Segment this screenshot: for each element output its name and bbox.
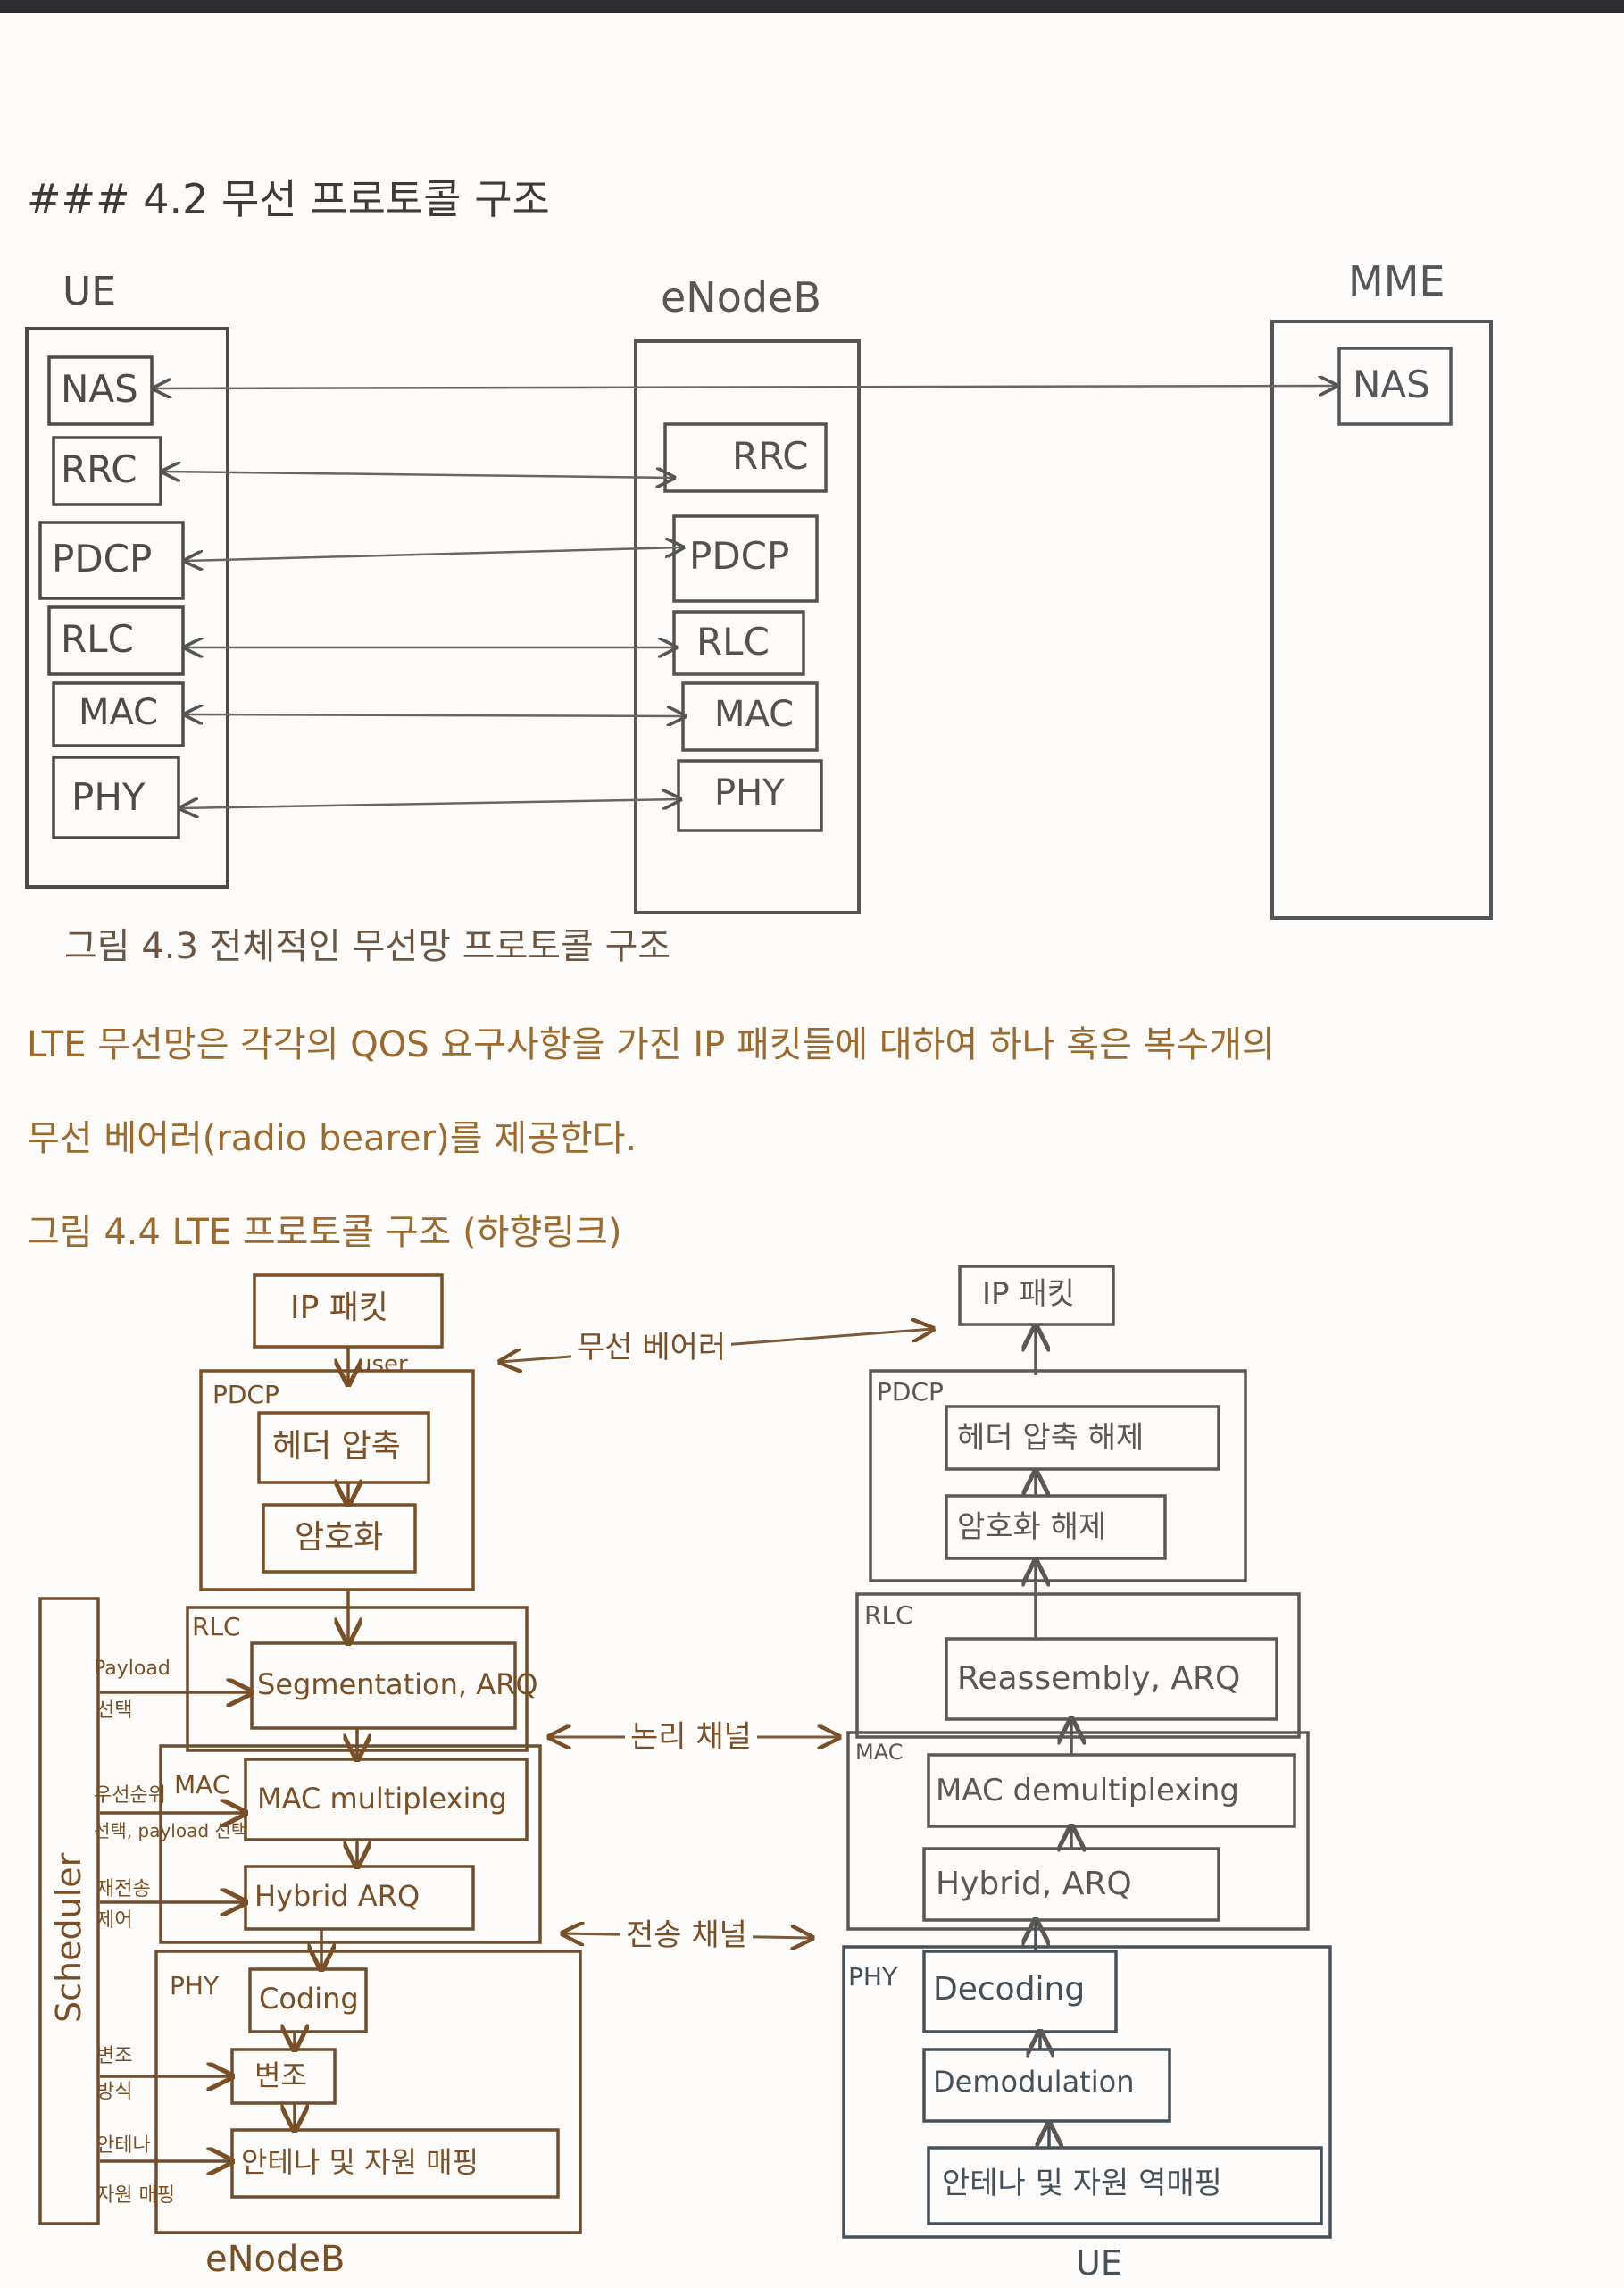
user-label: user [357,1351,408,1378]
enb-mac-label: MAC [714,694,795,735]
sched-select-payload: 선택, payload 선택 [94,1820,248,1841]
mac-mux-label: MAC multiplexing [257,1782,507,1816]
ue-ip-packet-label: IP 패킷 [982,1276,1075,1312]
ue-phy-label: PHY [71,775,146,819]
enb-harq-label: Hybrid ARQ [254,1879,421,1913]
decoding-label: Decoding [933,1971,1086,2008]
nas-peer-arrow [154,386,1337,388]
enb-phy-block [154,1950,582,2234]
ciphering-label: 암호화 [295,1519,384,1556]
logical-channel-label: 논리 채널 [625,1722,757,1752]
ue-pdcp-label: PDCP [877,1377,944,1407]
sched-payload: Payload [94,1658,171,1680]
mme-column-label: MME [1348,257,1445,305]
ue-layer-boxes [38,355,185,839]
header-decompression-box [945,1405,1220,1471]
ue-phy-label: PHY [848,1962,898,1992]
ue-pdcp-block [869,1369,1247,1582]
section-heading: ### 4.2 무선 프로토콜 구조 [27,175,550,223]
enb-phy-label: PHY [714,772,785,814]
ue-rlc-label: RLC [61,617,134,661]
sched-modulation: 변조 [96,2045,133,2067]
paragraph-line-2: 무선 베어러(radio bearer)를 제공한다. [27,1118,637,1159]
ue-rrc-label: RRC [61,447,137,491]
pdcp-peer-arrow [185,547,683,561]
figure-4-3-caption: 그림 4.3 전체적인 무선망 프로토콜 구조 [64,926,671,967]
sched-select: 선택 [96,1699,133,1722]
enb-rrc-box [663,422,828,493]
ue-mac-label: MAC [79,692,159,733]
header-decompression-label: 헤더 압축 해제 [957,1420,1145,1456]
ue-harq-label: Hybrid, ARQ [936,1866,1132,1902]
mme-nas-box [1337,347,1453,426]
coding-label: Coding [259,1982,359,2016]
mac-demux-label: MAC demultiplexing [936,1773,1239,1808]
ue-rlc-label: RLC [864,1600,913,1630]
mac-demux-box [927,1753,1296,1828]
paragraph-line-1: LTE 무선망은 각각의 QOS 요구사항을 가진 IP 패킷들에 대하여 하나… [27,1024,1275,1065]
ue-column [25,327,229,889]
enb-rrc-label: RRC [732,434,809,478]
scheduler-box [38,1597,100,2225]
sched-control: 제어 [96,1909,133,1932]
ue-pdcp-label: PDCP [52,537,153,580]
mme-column [1270,320,1493,920]
ue-phy-block [842,1945,1332,2239]
figure-4-4-caption: 그림 4.4 LTE 프로토콜 구조 (하향링크) [27,1212,622,1253]
mme-nas-label: NAS [1353,363,1430,406]
ue-nas-label: NAS [61,367,138,411]
modulation-label: 변조 [254,2058,307,2092]
enb-phy-label: PHY [170,1971,220,2000]
enodeb-column-label: eNodeB [661,273,821,321]
photo-top-edge [0,0,1624,13]
sched-antenna: 안테나 [96,2134,151,2157]
segmentation-label: Segmentation, ARQ [257,1667,538,1701]
enb-rlc-label: RLC [192,1612,241,1641]
sched-retx: 재전송 [96,1878,151,1900]
transport-channel-label: 전송 채널 [620,1920,753,1950]
ue-bottom-label: UE [1076,2243,1122,2283]
enb-bottom-label: eNodeB [205,2239,346,2280]
ue-antenna-label: 안테나 및 자원 역매핑 [942,2166,1222,2201]
mac-peer-arrow [185,714,685,716]
reassembly-box [945,1637,1278,1721]
sched-priority: 우선순위 [94,1784,166,1807]
radio-bearer-label: 무선 베어러 [571,1332,732,1363]
phy-peer-arrow [180,799,680,808]
deciphering-label: 암호화 해제 [957,1509,1107,1545]
ue-mac-label: MAC [855,1740,904,1765]
enb-mac-label: MAC [174,1770,230,1800]
scheduler-text: Scheduler [49,1852,88,2023]
header-compression-label: 헤더 압축 [272,1428,401,1465]
scheduler-label: Scheduler [49,1852,88,2023]
sched-scheme: 방식 [96,2081,133,2103]
demodulation-label: Demodulation [933,2065,1135,2099]
decoding-box [922,1950,1118,2033]
enb-ip-packet-label: IP 패킷 [290,1290,389,1326]
rrc-peer-arrow [162,472,674,478]
enb-pdcp-label: PDCP [689,534,790,578]
enb-rlc-label: RLC [696,620,770,664]
deciphering-box [945,1494,1167,1560]
enb-pdcp-label: PDCP [212,1380,279,1409]
reassembly-label: Reassembly, ARQ [957,1660,1241,1697]
ue-antenna-box [927,2146,1323,2225]
enb-antenna-label: 안테나 및 자원 매핑 [241,2145,479,2179]
enodeb-column [634,339,861,914]
ue-column-label: UE [62,269,117,314]
sched-resource-mapping: 자원 매핑 [96,2184,175,2207]
